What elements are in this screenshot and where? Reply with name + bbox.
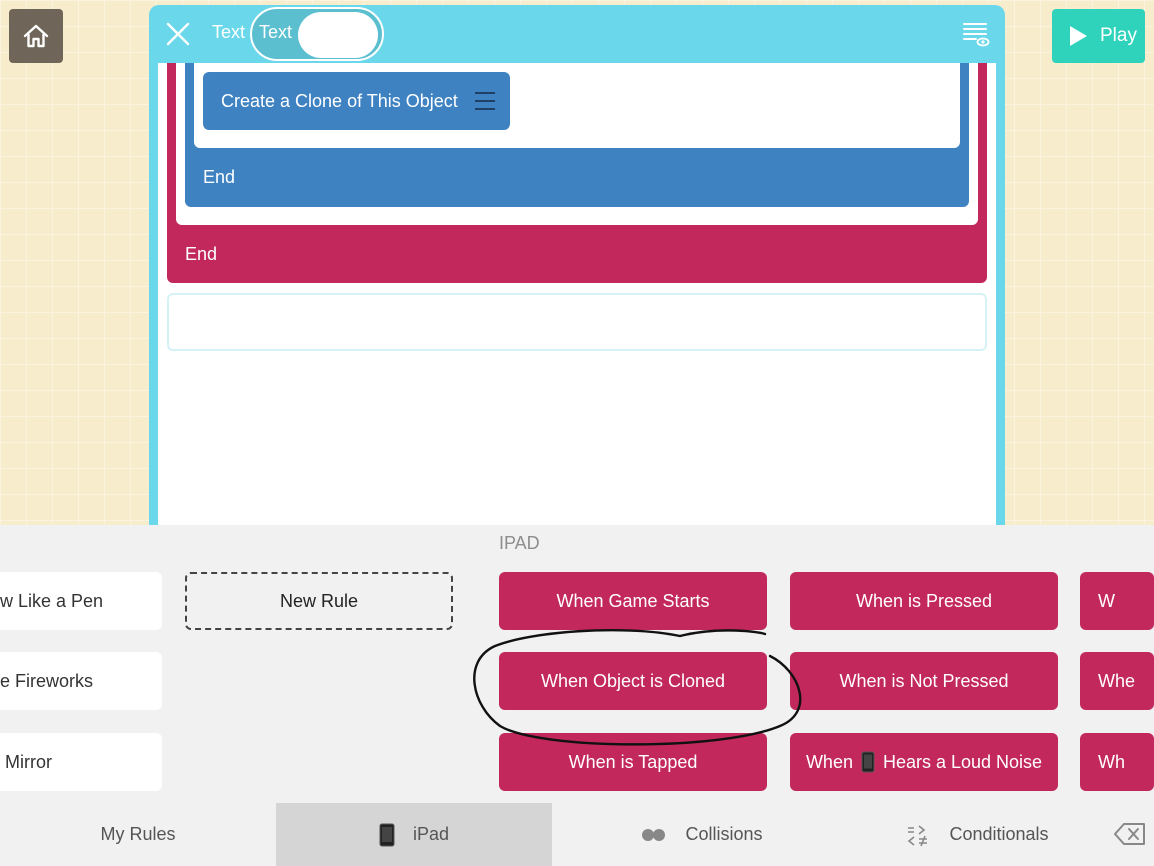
menu-icon[interactable]	[474, 90, 496, 112]
rule-label: When	[805, 751, 853, 772]
when-loud-noise-rule[interactable]: When Hears a Loud Noise	[790, 733, 1058, 791]
create-clone-label: Create a Clone of This Object	[221, 90, 458, 111]
palette-rule-partial-2[interactable]: Whe	[1080, 652, 1154, 710]
rule-block-end: End	[185, 244, 218, 264]
preview-list-icon[interactable]	[962, 20, 990, 48]
tab-label: Collisions	[685, 824, 763, 844]
palette-rule-pen[interactable]: w Like a Pen	[0, 572, 162, 630]
ipad-icon	[379, 823, 395, 847]
play-label: Play	[1100, 25, 1137, 46]
rule-label: Mirror	[0, 751, 52, 772]
palette-rule-mirror[interactable]: Mirror	[0, 733, 162, 791]
rule-label: Wh	[1098, 751, 1125, 772]
action-block-end: End	[203, 167, 236, 187]
tab-ipad[interactable]: iPad	[276, 803, 552, 866]
rule-label: When is Pressed	[855, 590, 993, 611]
tab-label: Conditionals	[949, 824, 1049, 844]
palette-rule-partial-3[interactable]: Wh	[1080, 733, 1154, 791]
ipad-icon	[861, 751, 875, 773]
play-icon	[1068, 25, 1088, 47]
tab-collisions[interactable]: Collisions	[552, 803, 852, 866]
when-game-starts-rule[interactable]: When Game Starts	[499, 572, 767, 630]
home-button[interactable]	[9, 9, 63, 63]
tab-label: iPad	[412, 824, 450, 844]
new-rule-button[interactable]: New Rule	[185, 572, 453, 630]
when-object-cloned-rule[interactable]: When Object is Cloned	[499, 652, 767, 710]
toggle-knob[interactable]	[298, 12, 378, 58]
empty-rule-slot[interactable]	[167, 293, 987, 351]
close-icon[interactable]	[164, 20, 192, 48]
when-not-pressed-rule[interactable]: When is Not Pressed	[790, 652, 1058, 710]
when-pressed-rule[interactable]: When is Pressed	[790, 572, 1058, 630]
rule-label: When Game Starts	[556, 590, 710, 611]
rule-label: Whe	[1098, 670, 1136, 691]
rule-label: When is Tapped	[568, 751, 698, 772]
tab-conditionals[interactable]: Conditionals	[852, 803, 1102, 866]
rule-label: When Object is Cloned	[540, 670, 726, 691]
when-tapped-rule[interactable]: When is Tapped	[499, 733, 767, 791]
palette-rule-fireworks[interactable]: e Fireworks	[0, 652, 162, 710]
rule-label: W	[1098, 590, 1115, 611]
palette-section-title: IPAD	[499, 533, 540, 553]
rule-label: Hears a Loud Noise	[882, 751, 1043, 772]
create-clone-action[interactable]: Create a Clone of This Object	[203, 72, 510, 130]
hand-drawn-circle-annotation	[473, 628, 802, 746]
play-button[interactable]: Play	[1052, 9, 1145, 63]
conditionals-icon	[905, 822, 931, 848]
toggle-label: Text	[259, 22, 293, 42]
tab-label: My Rules	[100, 824, 176, 844]
collisions-icon	[641, 827, 667, 843]
palette-rule-partial-1[interactable]: W	[1080, 572, 1154, 630]
new-rule-label: New Rule	[279, 590, 359, 611]
tab-my-rules[interactable]: My Rules	[0, 803, 276, 866]
delete-icon[interactable]	[1114, 822, 1146, 846]
rule-label: e Fireworks	[0, 670, 94, 691]
rule-label: w Like a Pen	[0, 590, 104, 611]
home-icon	[21, 21, 51, 51]
rule-label: When is Not Pressed	[839, 670, 1009, 691]
object-title: Text	[212, 22, 246, 42]
